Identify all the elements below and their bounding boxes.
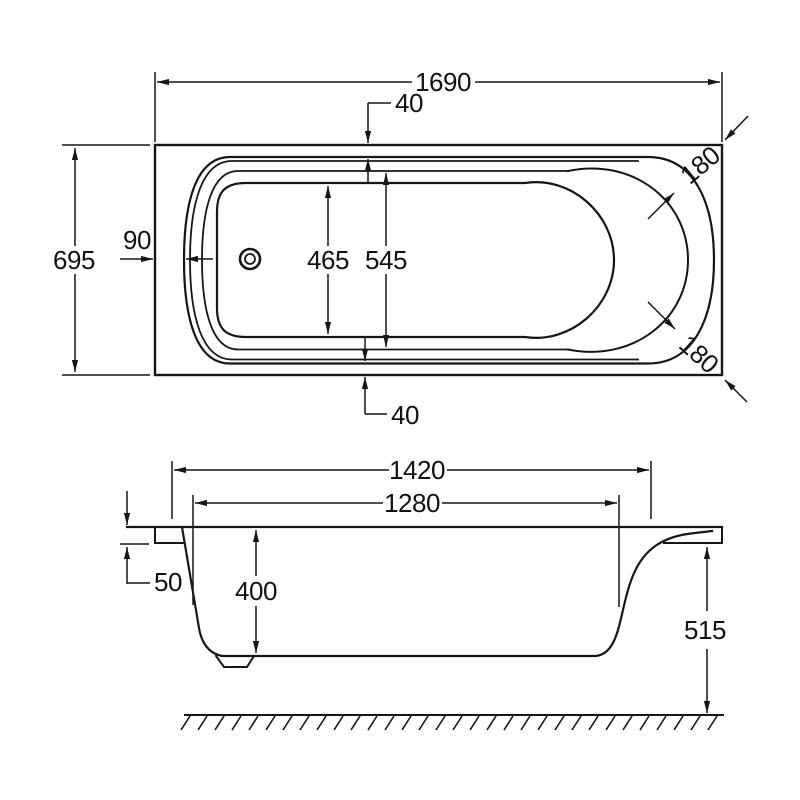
dim-inner-depth: 400 [235,530,277,653]
tub-side-outlines [125,525,724,668]
dim-rim-offset-top: 40 [364,88,423,184]
basin-rim-edge [201,170,569,351]
top-view: 1690 695 40 40 90 [53,67,749,430]
dim-465-label: 465 [307,245,349,275]
corner-arrow-top-right [724,115,749,141]
radius-callout-upper: 180 [647,140,726,220]
dim-inner-width: 545 [365,173,407,347]
ground [180,714,724,731]
dim-695-extension-lines [62,144,150,376]
rim-outer-edge [182,155,716,365]
tub-wall-profile [180,525,714,658]
dim-rim-drop: 50 [120,491,182,597]
dim-1420-label: 1420 [389,455,445,485]
dim-695-label: 695 [53,245,95,275]
side-view: 1420 1280 50 400 515 [120,455,726,731]
radius-180-lower-label: 180 [673,329,724,379]
dim-overall-length: 1690 [154,67,723,142]
radius-180-lower-leader [647,301,676,330]
dim-rim-offset-bottom: 40 [361,338,419,430]
radius-180-upper-leader [647,192,675,220]
dim-1690-label: 1690 [415,67,471,97]
dim-545-label: 545 [365,245,407,275]
dim-40top-label: 40 [395,88,423,118]
dim-50-label: 50 [154,567,182,597]
ground-hatching [180,715,718,731]
dim-1420-extension-lines [171,461,652,519]
tub-top-outlines [153,143,724,377]
headrest-arc [566,167,690,353]
dim-400-label: 400 [235,576,277,606]
drain-boss [214,654,256,668]
dim-overall-height: 515 [684,547,726,713]
right-rim-lip [663,526,723,544]
tub-deck-outline [153,143,724,377]
dim-1280-label: 1280 [384,488,440,518]
drain-inner-circle [244,253,256,265]
basin-floor-outline [215,181,616,339]
dim-upper-length: 1420 [171,455,652,519]
dim-1690-extension-lines [154,72,723,142]
left-rim-lip [154,526,184,544]
dim-1280-extension-lines [192,495,620,607]
dim-90-label: 90 [123,225,151,255]
dim-40bottom-label: 40 [391,400,419,430]
radius-callout-lower: 180 [647,301,725,379]
corner-arrow-bottom-right [724,379,748,403]
dim-inner-length: 1280 [192,488,620,607]
drain-outer-circle [238,247,262,271]
dim-overall-width: 695 [53,144,150,376]
dim-floor-width: 465 [307,186,349,334]
dim-rim-offset-left: 90 [120,225,213,263]
dim-515-label: 515 [684,615,726,645]
radius-180-upper-label: 180 [674,140,725,190]
